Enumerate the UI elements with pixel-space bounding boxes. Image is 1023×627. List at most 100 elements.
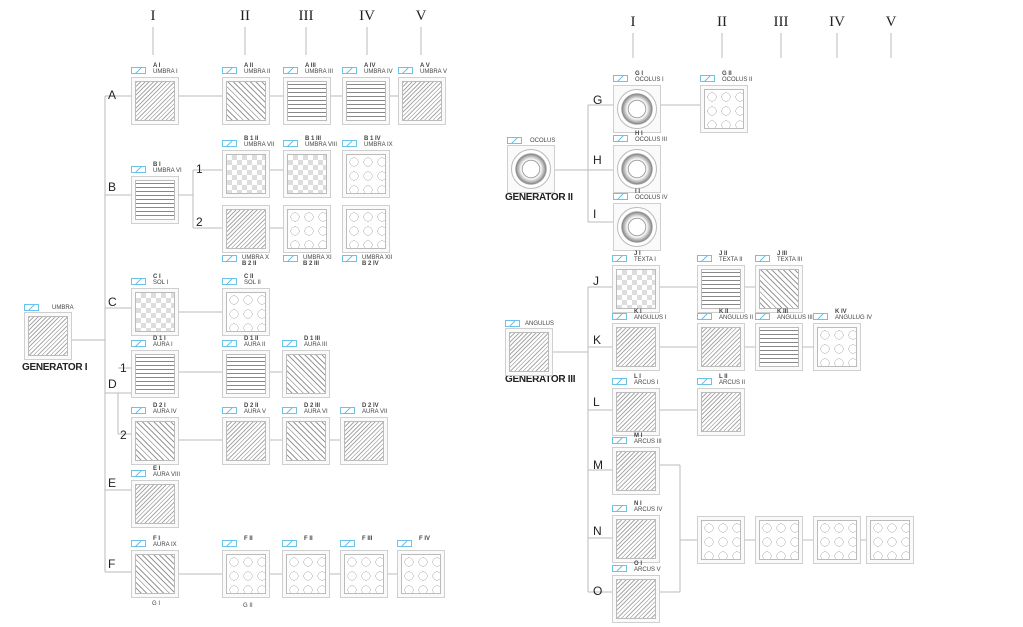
tile-name: SOL II xyxy=(244,280,261,286)
pattern-tile[interactable] xyxy=(813,516,861,564)
column-header: III xyxy=(773,14,789,30)
view-icon xyxy=(612,437,627,444)
pattern-thumbnail xyxy=(759,520,799,560)
tile-name: OCOLUS III xyxy=(635,137,668,143)
view-icon xyxy=(612,505,627,512)
bottom-label: G II xyxy=(243,603,253,609)
pattern-thumbnail xyxy=(402,81,442,121)
pattern-tile[interactable] xyxy=(131,176,179,224)
tile-code: D 2 IV xyxy=(362,403,379,409)
row-letter: H xyxy=(593,153,602,167)
generator-1-name: UMBRA xyxy=(52,305,74,311)
tile-code: D 1 I xyxy=(153,336,166,342)
pattern-thumbnail xyxy=(135,554,175,594)
pattern-tile[interactable] xyxy=(697,323,745,371)
pattern-thumbnail xyxy=(226,354,266,394)
pattern-tile[interactable] xyxy=(283,205,331,253)
pattern-tile[interactable] xyxy=(700,85,748,133)
column-header: IV xyxy=(359,8,375,24)
generator-2-tile[interactable] xyxy=(507,145,555,193)
pattern-tile[interactable] xyxy=(866,516,914,564)
pattern-tile[interactable] xyxy=(131,550,179,598)
pattern-tile[interactable] xyxy=(612,447,660,495)
pattern-tile[interactable] xyxy=(612,388,660,436)
tile-name: TEXTA I xyxy=(634,257,656,263)
pattern-tile[interactable] xyxy=(282,350,330,398)
pattern-tile[interactable] xyxy=(131,288,179,336)
tile-code: B I xyxy=(153,162,161,168)
pattern-tile[interactable] xyxy=(612,575,660,623)
row-letter: G xyxy=(593,93,603,107)
pattern-tile[interactable] xyxy=(282,417,330,465)
view-icon xyxy=(755,255,770,262)
tile-code: L I xyxy=(634,374,641,380)
pattern-tile[interactable] xyxy=(398,77,446,125)
pattern-thumbnail xyxy=(286,421,326,461)
pattern-tile[interactable] xyxy=(755,323,803,371)
pattern-tile[interactable] xyxy=(613,145,661,193)
pattern-tile[interactable] xyxy=(342,205,390,253)
pattern-tile[interactable] xyxy=(222,550,270,598)
pattern-tile[interactable] xyxy=(813,323,861,371)
pattern-tile[interactable] xyxy=(755,265,803,313)
view-icon xyxy=(507,137,522,144)
tile-code: B 2 III xyxy=(303,261,320,267)
pattern-tile[interactable] xyxy=(342,150,390,198)
view-icon xyxy=(612,378,627,385)
pattern-tile[interactable] xyxy=(340,417,388,465)
view-icon xyxy=(222,67,237,74)
pattern-tile[interactable] xyxy=(697,265,745,313)
pattern-tile[interactable] xyxy=(613,203,661,251)
generator-3-tile[interactable] xyxy=(505,328,553,376)
pattern-thumbnail xyxy=(401,554,441,594)
tile-code: O I xyxy=(634,561,643,567)
pattern-tile[interactable] xyxy=(612,323,660,371)
pattern-tile[interactable] xyxy=(222,288,270,336)
pattern-tile[interactable] xyxy=(283,77,331,125)
view-icon xyxy=(131,470,146,477)
tile-name: UMBRA V xyxy=(420,69,448,75)
pattern-tile[interactable] xyxy=(131,417,179,465)
tile-code: F II xyxy=(244,536,253,542)
generator-1-tile[interactable] xyxy=(24,312,72,360)
pattern-thumbnail xyxy=(344,554,384,594)
pattern-tile[interactable] xyxy=(222,350,270,398)
tile-code: K II xyxy=(719,309,729,315)
pattern-tile[interactable] xyxy=(340,550,388,598)
pattern-tile[interactable] xyxy=(612,515,660,563)
pattern-tile[interactable] xyxy=(131,77,179,125)
view-icon xyxy=(282,340,297,347)
pattern-tile[interactable] xyxy=(697,516,745,564)
generator-3-title: GENERATOR III xyxy=(505,374,576,385)
pattern-tile[interactable] xyxy=(222,77,270,125)
pattern-tile[interactable] xyxy=(612,265,660,313)
pattern-thumbnail xyxy=(287,209,327,249)
pattern-tile[interactable] xyxy=(131,480,179,528)
tile-name: UMBRA IV xyxy=(364,69,393,75)
pattern-tile[interactable] xyxy=(131,350,179,398)
pattern-tile[interactable] xyxy=(397,550,445,598)
tile-name: AURA I xyxy=(153,342,173,348)
column-header: V xyxy=(885,14,897,30)
pattern-tile[interactable] xyxy=(613,85,661,133)
pattern-tile[interactable] xyxy=(222,205,270,253)
tile-code: J III xyxy=(777,251,788,257)
row-letter: J xyxy=(593,274,599,288)
pattern-tile[interactable] xyxy=(697,388,745,436)
view-icon xyxy=(222,407,237,414)
pattern-tile[interactable] xyxy=(283,150,331,198)
pattern-tile[interactable] xyxy=(342,77,390,125)
tile-code: F IV xyxy=(419,536,431,542)
tile-name: SOL I xyxy=(153,280,169,286)
view-icon xyxy=(131,166,146,173)
pattern-tile[interactable] xyxy=(282,550,330,598)
pattern-thumbnail xyxy=(135,81,175,121)
column-header: II xyxy=(240,8,250,24)
pattern-tile[interactable] xyxy=(222,150,270,198)
pattern-thumbnail xyxy=(817,520,857,560)
tile-name: AURA VII xyxy=(362,409,388,415)
pattern-tile[interactable] xyxy=(755,516,803,564)
generator-1-title: GENERATOR I xyxy=(22,362,88,373)
view-icon xyxy=(283,255,298,262)
pattern-tile[interactable] xyxy=(222,417,270,465)
